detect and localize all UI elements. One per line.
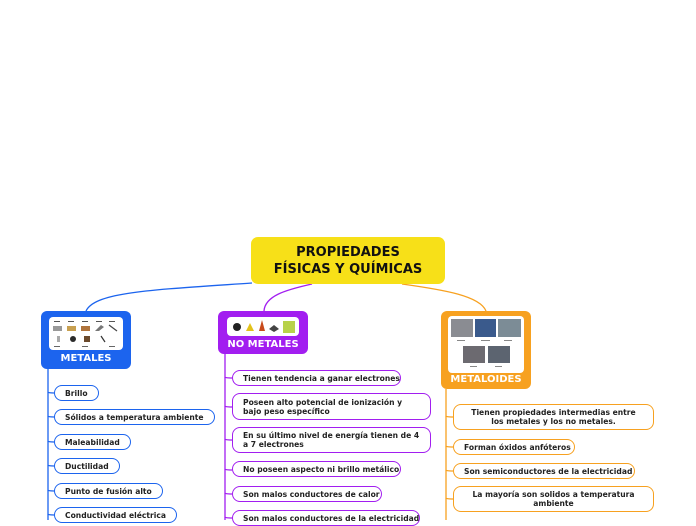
metales-item-maleabilidad[interactable]: Maleabilidad bbox=[54, 434, 131, 450]
root-title-line-2: FÍSICAS Y QUÍMICAS bbox=[273, 261, 423, 277]
metaloides-topic[interactable]: METALOIDES bbox=[441, 311, 531, 389]
no-metales-item-4[interactable]: No poseen aspecto ni brillo metálico bbox=[232, 461, 401, 477]
metales-title: METALES bbox=[60, 353, 112, 364]
no-metales-image bbox=[227, 317, 299, 336]
root-topic[interactable]: PROPIEDADES FÍSICAS Y QUÍMICAS bbox=[251, 237, 445, 284]
no-metales-item-6[interactable]: Son malos conductores de la electricidad bbox=[232, 510, 420, 526]
metales-item-punto-fusion[interactable]: Punto de fusión alto bbox=[54, 483, 163, 499]
metales-item-solidos[interactable]: Sólidos a temperatura ambiente bbox=[54, 409, 215, 425]
no-metales-title: NO METALES bbox=[227, 339, 299, 350]
metales-item-ductilidad[interactable]: Ductilidad bbox=[54, 458, 120, 474]
metales-topic[interactable]: METALES bbox=[41, 311, 131, 369]
metaloides-item-2[interactable]: Forman óxidos anfóteros bbox=[453, 439, 575, 455]
root-title-line-1: PROPIEDADES bbox=[296, 244, 400, 260]
metales-item-conductividad[interactable]: Conductividad eléctrica bbox=[54, 507, 177, 523]
metaloides-image bbox=[448, 316, 524, 373]
metaloides-item-3[interactable]: Son semiconductores de la electricidad bbox=[453, 463, 635, 479]
no-metales-item-5[interactable]: Son malos conductores de calor bbox=[232, 486, 382, 502]
no-metales-item-1[interactable]: Tienen tendencia a ganar electrones bbox=[232, 370, 401, 386]
no-metales-item-3[interactable]: En su último nivel de energía tienen de … bbox=[232, 427, 431, 453]
metales-image bbox=[49, 317, 123, 350]
metaloides-title: METALOIDES bbox=[450, 374, 522, 385]
metales-item-brillo[interactable]: Brillo bbox=[54, 385, 99, 401]
no-metales-topic[interactable]: NO METALES bbox=[218, 311, 308, 354]
